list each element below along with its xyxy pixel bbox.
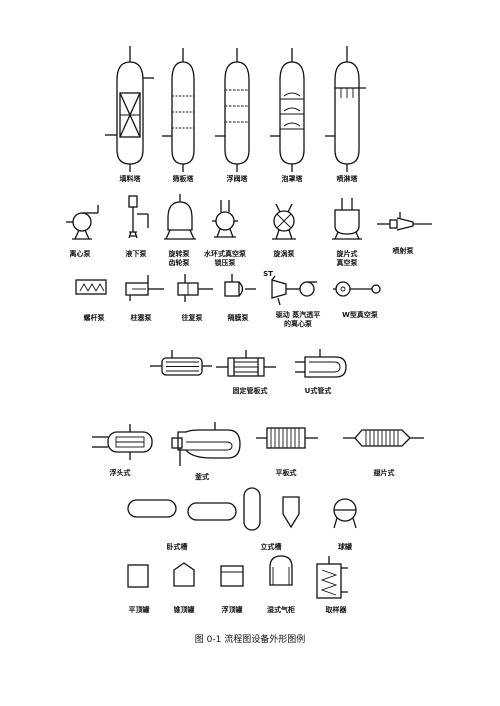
label-liquid-ring-vacuum-pump: 水环式真空泵 (204, 249, 246, 258)
label-st: ST (263, 270, 273, 278)
label-w-type-vacuum-pump: W型真空泵 (342, 310, 378, 319)
label-vacuum-pump: 真空泵 (337, 258, 358, 267)
label-vortex-pump: 旋涡泵 (273, 249, 295, 258)
label-centrifugal-pump: 离心泵 (70, 249, 91, 258)
floating-roof-tank-symbol (220, 565, 244, 587)
label-finned-type: 翅片式 (373, 468, 395, 477)
vertical-tank-1-symbol (243, 487, 261, 531)
label-kettle: 釜式 (194, 472, 209, 481)
float-valve-tower-symbol (215, 48, 250, 172)
label-diaphragm-pump: 隔膜泵 (228, 313, 249, 322)
spray-tower-symbol (325, 46, 366, 172)
label-reciprocating-pump: 往复泵 (182, 313, 203, 322)
label-screw-pump: 螺杆泵 (84, 313, 105, 322)
vertical-tank-2-symbol (282, 496, 300, 529)
fixed-tube-sheet-exchanger-2-symbol (216, 350, 276, 377)
w-type-vacuum-pump-symbol (333, 281, 381, 297)
label-floating-roof-tank: 浮顶罐 (222, 605, 243, 614)
cone-roof-tank-symbol (173, 562, 195, 587)
sampler-symbol (316, 556, 348, 599)
screw-pump-symbol (75, 279, 107, 295)
label-rotary-vane: 旋片式 (336, 249, 358, 258)
figure-caption: 图 0-1 流程图设备外形图例 (195, 633, 305, 645)
fixed-tube-sheet-exchanger-symbol (150, 350, 212, 376)
finned-exchanger-symbol (343, 429, 424, 447)
label-spherical-tank: 球罐 (338, 542, 352, 551)
label-bubble-cap-tower: 泡罩塔 (282, 174, 304, 183)
label-horizontal-tank: 卧式槽 (167, 542, 188, 551)
label-submerged-pump: 液下泵 (126, 249, 147, 258)
floating-head-exchanger-symbol (92, 424, 153, 460)
turbine-driven-pump-symbol (271, 275, 317, 306)
sieve-plate-tower-symbol (162, 48, 195, 172)
label-fixed-tube-sheet: 固定管板式 (233, 386, 268, 395)
label-wet-gas-holder: 湿式气柜 (267, 605, 295, 614)
kettle-reboiler-symbol (171, 422, 241, 466)
label-sieve-plate-tower: 筛板塔 (173, 174, 195, 183)
rotary-vane-vacuum-pump-symbol (332, 198, 362, 240)
packed-tower-symbol (105, 46, 154, 172)
label-steam-turbine-drive: 驱动 蒸汽透平 (276, 310, 320, 319)
diaphragm-pump-symbol (224, 274, 256, 297)
reciprocating-pump-symbol (177, 274, 213, 302)
plunger-pump-symbol (125, 275, 164, 301)
label-floating-head: 浮头式 (110, 468, 131, 477)
label-centrifugal-pump-2: 的离心泵 (284, 319, 312, 328)
spherical-tank-symbol (333, 498, 357, 529)
label-ejector: 喷射泵 (393, 246, 414, 255)
horizontal-tank-1-symbol (127, 499, 177, 518)
label-sampler: 取样器 (326, 605, 348, 614)
ejector-symbol (377, 212, 432, 231)
u-tube-exchanger-symbol (295, 349, 347, 378)
label-plunger-pump: 柱塞泵 (131, 313, 152, 322)
label-gear-pump: 齿轮泵 (169, 258, 190, 267)
flat-roof-tank-symbol (127, 564, 149, 588)
label-packed-tower: 填料塔 (120, 174, 142, 183)
submerged-pump-symbol (128, 195, 149, 239)
horizontal-tank-2-symbol (187, 502, 237, 521)
wet-gas-holder-symbol (269, 555, 293, 586)
label-flat-roof-tank: 平顶罐 (129, 605, 150, 614)
label-u-tube: U式管式 (305, 386, 332, 395)
rotary-gear-pump-symbol (164, 194, 196, 240)
label-cone-roof-tank: 锥顶罐 (173, 605, 195, 614)
label-vertical-tank: 立式槽 (261, 542, 282, 551)
label-lock-pressure-pump: 锁压泵 (214, 258, 236, 267)
plate-exchanger-symbol (256, 427, 318, 449)
label-spray-tower: 喷淋塔 (337, 174, 359, 183)
centrifugal-pump-symbol (66, 205, 99, 240)
label-plate-type: 平板式 (276, 468, 297, 477)
bubble-cap-tower-symbol (270, 48, 305, 172)
liquid-ring-vacuum-pump-symbol (212, 200, 238, 238)
label-rotary-pump: 旋转泵 (168, 249, 190, 258)
label-float-valve-tower: 浮阀塔 (227, 174, 249, 183)
vortex-pump-symbol (272, 203, 296, 240)
